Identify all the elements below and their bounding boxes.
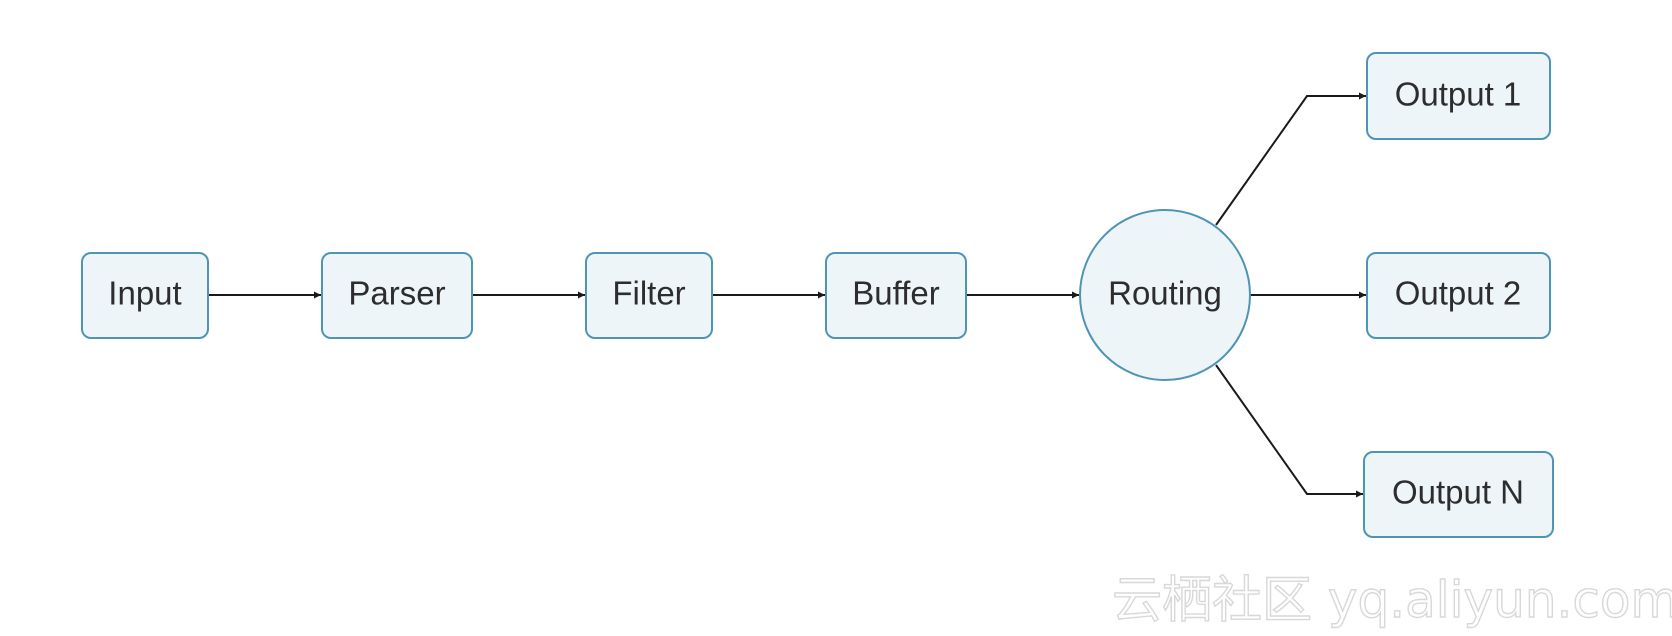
edge-routing-output1: [1215, 92, 1366, 226]
edge-routing-outputN: [1215, 364, 1363, 498]
node-output-n-label: Output N: [1392, 474, 1524, 511]
node-input-label: Input: [108, 275, 181, 312]
node-buffer: Buffer: [825, 252, 967, 339]
node-routing-label: Routing: [1108, 275, 1222, 312]
node-parser: Parser: [321, 252, 473, 339]
node-output-n: Output N: [1363, 451, 1554, 538]
node-output-2: Output 2: [1366, 252, 1551, 339]
node-filter-label: Filter: [612, 275, 685, 312]
node-filter: Filter: [585, 252, 713, 339]
node-output-2-label: Output 2: [1395, 275, 1522, 312]
watermark-text: 云栖社区 yq.aliyun.com: [1112, 571, 1672, 629]
node-buffer-label: Buffer: [852, 275, 939, 312]
node-routing: Routing: [1079, 209, 1251, 381]
node-input: Input: [81, 252, 209, 339]
edges: [209, 92, 1366, 498]
node-output-1: Output 1: [1366, 52, 1551, 140]
node-output-1-label: Output 1: [1395, 76, 1522, 113]
node-parser-label: Parser: [348, 275, 445, 312]
